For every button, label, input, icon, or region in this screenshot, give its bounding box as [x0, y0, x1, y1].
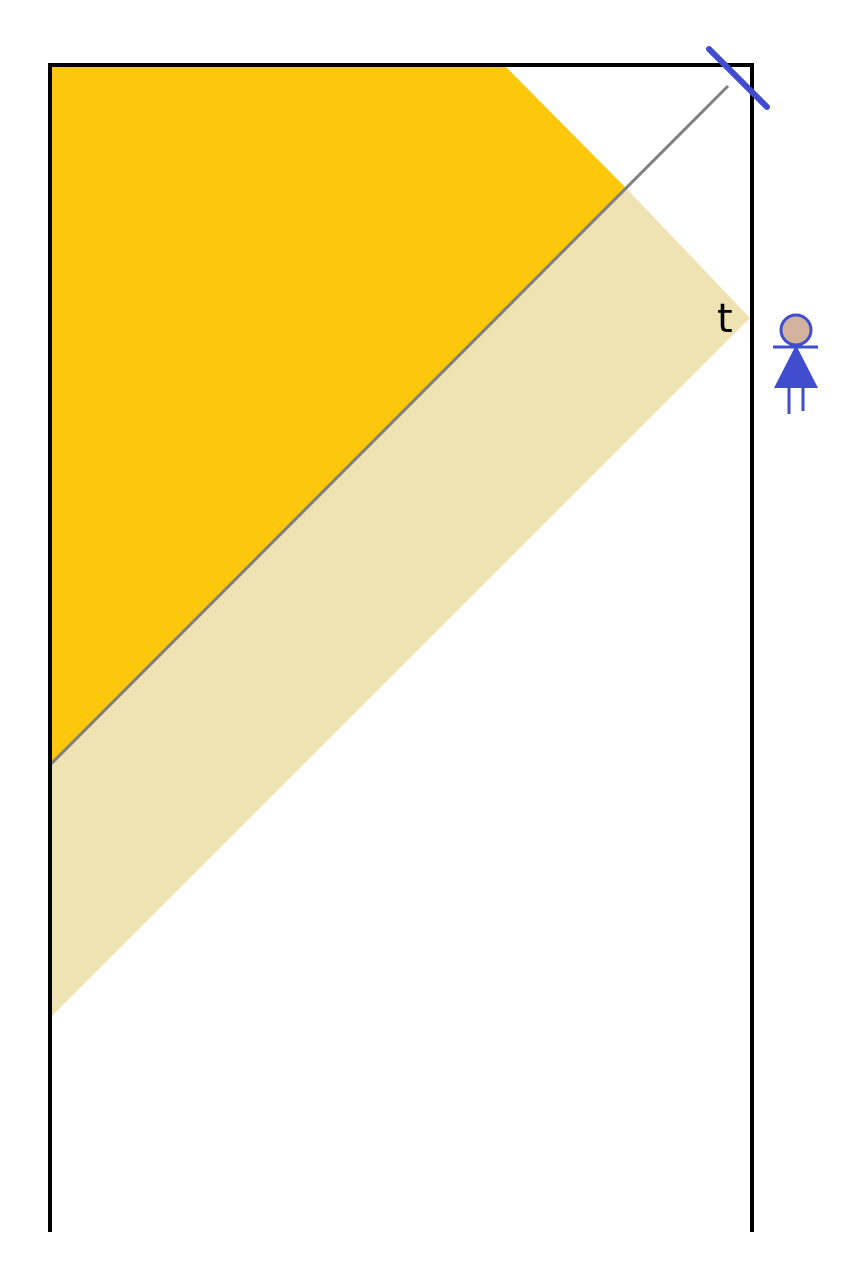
time-label: t — [717, 296, 733, 342]
inner-region — [50, 65, 626, 765]
person-figure-icon — [773, 313, 818, 414]
light-band-region — [50, 188, 750, 1018]
null-line — [48, 84, 730, 767]
slash-mark-icon — [706, 46, 770, 110]
observer-head — [779, 313, 813, 347]
observer-dress — [774, 345, 818, 388]
